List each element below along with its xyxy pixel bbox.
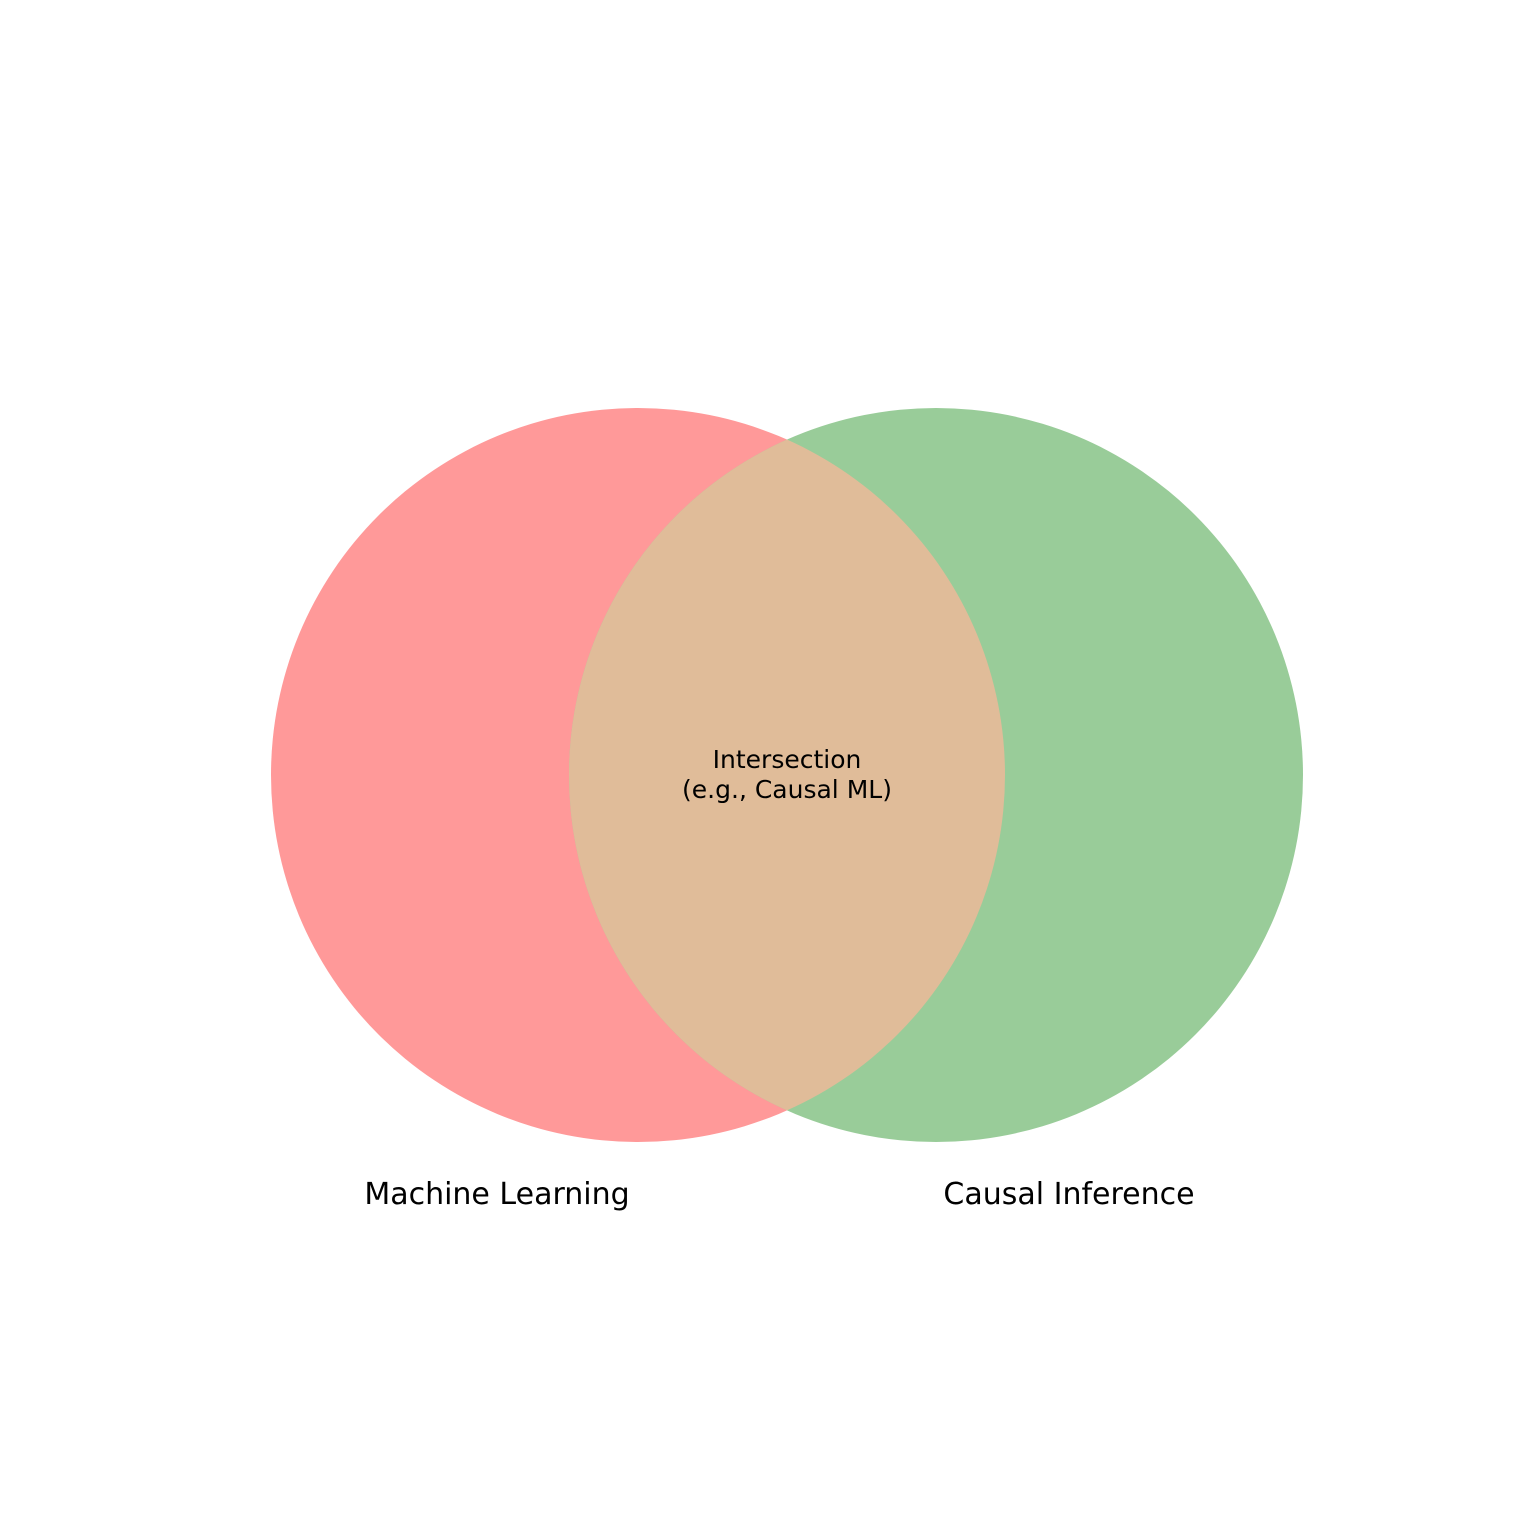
machine-learning-label: Machine Learning xyxy=(364,1177,629,1212)
intersection-example-label: (e.g., Causal ML) xyxy=(682,775,892,804)
intersection-label: Intersection xyxy=(713,745,862,774)
causal-inference-label: Causal Inference xyxy=(943,1177,1194,1212)
intersection-region xyxy=(569,408,1005,1142)
